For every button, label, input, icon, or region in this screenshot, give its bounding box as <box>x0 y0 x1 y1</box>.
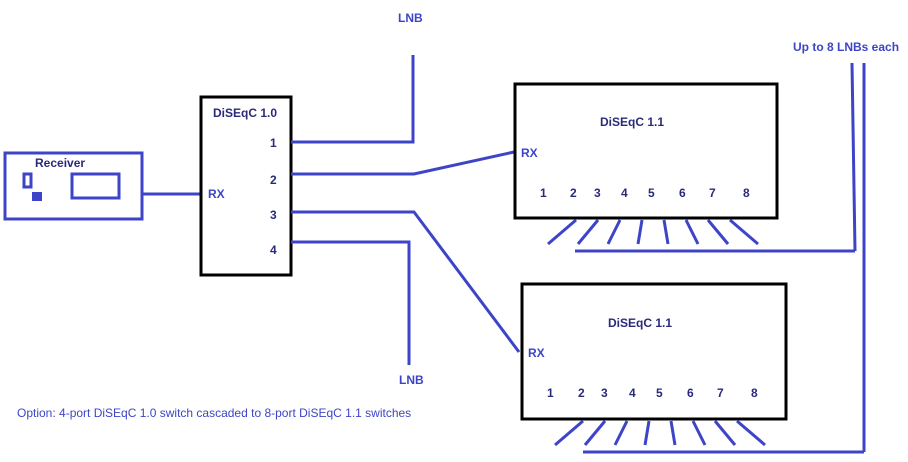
diseqc10-port-label: 4 <box>270 243 277 257</box>
receiver: Receiver <box>3 151 144 221</box>
receiver-button-icon <box>22 172 33 189</box>
lnb-cable <box>576 219 600 245</box>
port-label-4: 4 <box>621 186 628 200</box>
port3-cable <box>291 210 521 353</box>
port-label-7: 7 <box>717 386 724 400</box>
lnb-cable <box>706 219 730 245</box>
lnb-cable <box>736 419 766 447</box>
diseqc11-top-ports: 1 2 3 4 5 6 7 8 <box>540 186 750 200</box>
lnb-cable <box>643 420 651 446</box>
port-label-4: 4 <box>629 386 636 400</box>
diseqc11-bottom-switch: DiSEqC 1.1 RX 1 2 3 4 5 6 7 8 <box>520 282 864 454</box>
lnb-cable <box>684 219 700 245</box>
lnb-cable <box>669 420 677 446</box>
lnb-cable <box>713 420 737 446</box>
lnb-top-label: LNB <box>398 11 423 25</box>
port2-cable <box>291 150 515 176</box>
port-label-2: 2 <box>578 386 585 400</box>
lnb-cable <box>662 219 670 245</box>
diseqc10-rx-label: RX <box>208 187 225 201</box>
diseqc10-port-label: 3 <box>270 208 277 222</box>
diseqc10-port-label: 2 <box>270 173 277 187</box>
port-label-7: 7 <box>709 186 716 200</box>
lnb-riser-top <box>850 62 857 252</box>
lnb-cable <box>613 420 629 446</box>
diseqc11-top-rx-label: RX <box>521 146 538 160</box>
diseqc11-bottom-ports: 1 2 3 4 5 6 7 8 <box>547 386 758 400</box>
port-label-5: 5 <box>656 386 663 400</box>
lnb-cable <box>606 219 622 245</box>
diseqc11-bottom-title: DiSEqC 1.1 <box>608 316 672 330</box>
diagram-caption: Option: 4-port DiSEqC 1.0 switch cascade… <box>17 406 411 420</box>
lnb-cable <box>636 219 644 245</box>
receiver-box <box>3 151 144 221</box>
port-label-5: 5 <box>648 186 655 200</box>
diseqc11-top-lnb-cables <box>547 218 759 246</box>
port-label-6: 6 <box>679 186 686 200</box>
port-label-6: 6 <box>687 386 694 400</box>
diseqc10-box <box>199 95 293 277</box>
diseqc11-bottom-lnb-cables <box>554 419 766 447</box>
lnb-bottom-label: LNB <box>399 373 424 387</box>
diseqc11-top-switch: DiSEqC 1.1 RX 1 2 3 4 5 6 7 8 <box>513 82 855 253</box>
receiver-label: Receiver <box>35 156 85 170</box>
diseqc10-port-label: 1 <box>270 136 277 150</box>
lnb-group-label: Up to 8 LNBs each <box>793 40 899 54</box>
port-label-2: 2 <box>570 186 577 200</box>
port-label-3: 3 <box>594 186 601 200</box>
diseqc11-top-title: DiSEqC 1.1 <box>600 115 664 129</box>
port1-cable <box>291 55 415 144</box>
lnb-cable <box>554 419 584 447</box>
port-label-8: 8 <box>743 186 750 200</box>
port-label-3: 3 <box>601 386 608 400</box>
lnb-cable <box>583 420 607 446</box>
port-label-8: 8 <box>751 386 758 400</box>
diseqc10-title: DiSEqC 1.0 <box>213 106 277 120</box>
diseqc10-switch: DiSEqC 1.0 RX 1 2 3 4 <box>199 95 293 277</box>
port-label-1: 1 <box>540 186 547 200</box>
port4-cable <box>291 240 411 365</box>
diseqc11-bottom-box <box>520 282 788 421</box>
lnb-cable <box>729 218 759 246</box>
lnb-cable <box>547 218 577 246</box>
diseqc11-bottom-rx-label: RX <box>528 346 545 360</box>
lnb-cable <box>691 420 707 446</box>
port-label-1: 1 <box>547 386 554 400</box>
diseqc11-top-box <box>513 82 779 220</box>
receiver-led-icon <box>32 192 42 201</box>
receiver-display <box>70 172 121 200</box>
